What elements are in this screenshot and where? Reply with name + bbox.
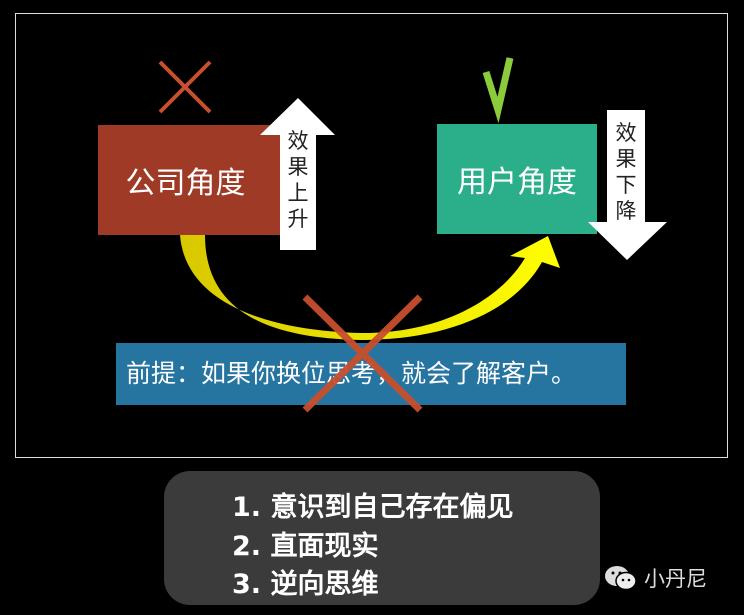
watermark-text: 小丹尼 <box>644 567 707 591</box>
up-arrow <box>260 98 335 250</box>
step-3: 3. 逆向思维 <box>232 569 379 600</box>
user-perspective-label: 用户角度 <box>457 165 577 200</box>
curved-arrow <box>180 235 560 340</box>
effect-down-label: 效果下降 <box>615 121 637 223</box>
big-cross-icon <box>302 294 423 413</box>
wechat-icon <box>605 566 637 591</box>
company-perspective-label: 公司角度 <box>125 166 246 201</box>
watermark: 小丹尼 <box>604 563 707 593</box>
company-perspective-box: 公司角度 <box>98 125 283 235</box>
check-mark-icon <box>482 57 514 124</box>
step-1: 1. 意识到自己存在偏见 <box>232 492 514 523</box>
steps-panel: 1. 意识到自己存在偏见 2. 直面现实 3. 逆向思维 <box>164 471 600 605</box>
slide-frame <box>15 13 728 458</box>
down-arrow <box>588 110 667 260</box>
user-perspective-box: 用户角度 <box>437 124 597 234</box>
premise-banner: 前提：如果你换位思考，就会了解客户。 <box>116 343 626 405</box>
wrong-mark-icon <box>158 60 212 114</box>
diagram-shapes <box>158 57 667 340</box>
effect-up-label: 效果上升 <box>287 129 309 231</box>
step-2: 2. 直面现实 <box>232 531 379 562</box>
